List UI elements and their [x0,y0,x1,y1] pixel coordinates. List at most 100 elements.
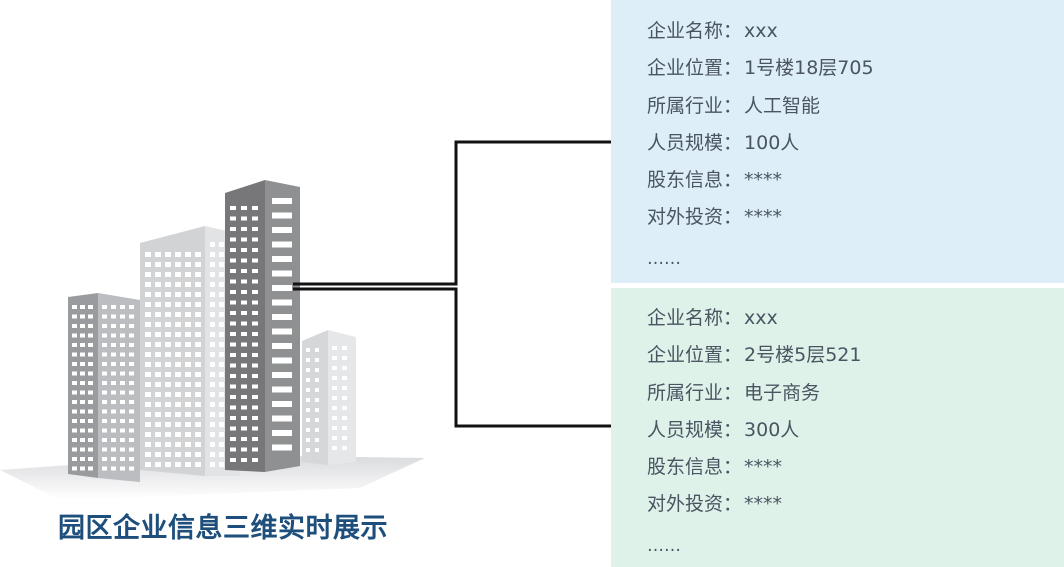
row-value: **** [744,169,783,192]
window [315,438,319,442]
window [165,282,171,287]
window [272,343,292,349]
window [315,428,319,432]
window [102,428,107,433]
window [120,352,125,357]
window [195,262,201,267]
window [210,292,215,297]
window [185,352,191,357]
window [165,312,171,317]
window [272,444,292,451]
window [219,332,224,337]
window [252,363,258,368]
window [120,428,125,433]
window [272,198,292,204]
window [165,462,171,467]
info-row-staff: 人员规模：300人 [647,416,1064,453]
window [332,366,337,370]
window [165,262,171,267]
window [219,352,224,357]
window [145,442,151,447]
window [219,272,224,277]
window [272,299,292,306]
window [185,382,191,387]
window [230,416,236,420]
window [72,466,77,471]
window [80,428,85,433]
window [219,442,224,447]
window [165,432,171,437]
window [155,322,161,327]
window [272,241,292,248]
window [195,422,201,427]
window [111,352,116,357]
window [241,416,247,420]
window [88,447,93,452]
window [102,352,107,357]
window [145,342,151,347]
window [120,362,125,366]
window [241,248,247,252]
window [241,237,247,242]
window [241,447,247,452]
window [195,432,201,437]
window [185,342,191,347]
window [80,305,85,309]
window [185,392,191,397]
window [342,446,347,450]
window [111,305,116,309]
window [175,342,181,347]
window [195,462,201,467]
window [88,333,93,338]
row-value: xxx [744,307,778,329]
window [272,328,292,335]
window [332,376,337,380]
window [332,396,337,400]
window [230,279,236,284]
window [88,314,93,319]
window [230,395,236,399]
window [165,342,171,347]
window [155,402,161,407]
window [145,452,151,457]
info-row-industry: 所属行业：电子商务 [647,379,1064,416]
window [195,392,201,397]
window [72,419,77,423]
window [120,447,125,452]
window [145,272,151,277]
window [241,363,247,368]
window [241,384,247,389]
window [185,322,191,327]
window [195,282,201,287]
window [165,252,171,257]
window [195,412,201,417]
row-value: 300人 [744,418,800,441]
window [111,457,116,461]
window [315,368,319,372]
window [102,390,107,395]
window [272,372,292,378]
window [306,448,310,452]
window [88,390,93,395]
window [111,343,116,347]
window [80,419,85,423]
window [342,366,347,370]
window [145,362,151,367]
window [230,332,236,336]
window [72,362,77,366]
window [241,437,247,441]
window [120,409,125,414]
window [195,372,201,377]
window [210,412,215,417]
window [210,322,215,327]
window [332,416,337,420]
window [185,372,191,377]
window [252,437,258,441]
window [185,292,191,297]
window [145,432,151,437]
window [165,412,171,417]
window [80,390,85,395]
window [175,452,181,457]
window [210,382,215,387]
